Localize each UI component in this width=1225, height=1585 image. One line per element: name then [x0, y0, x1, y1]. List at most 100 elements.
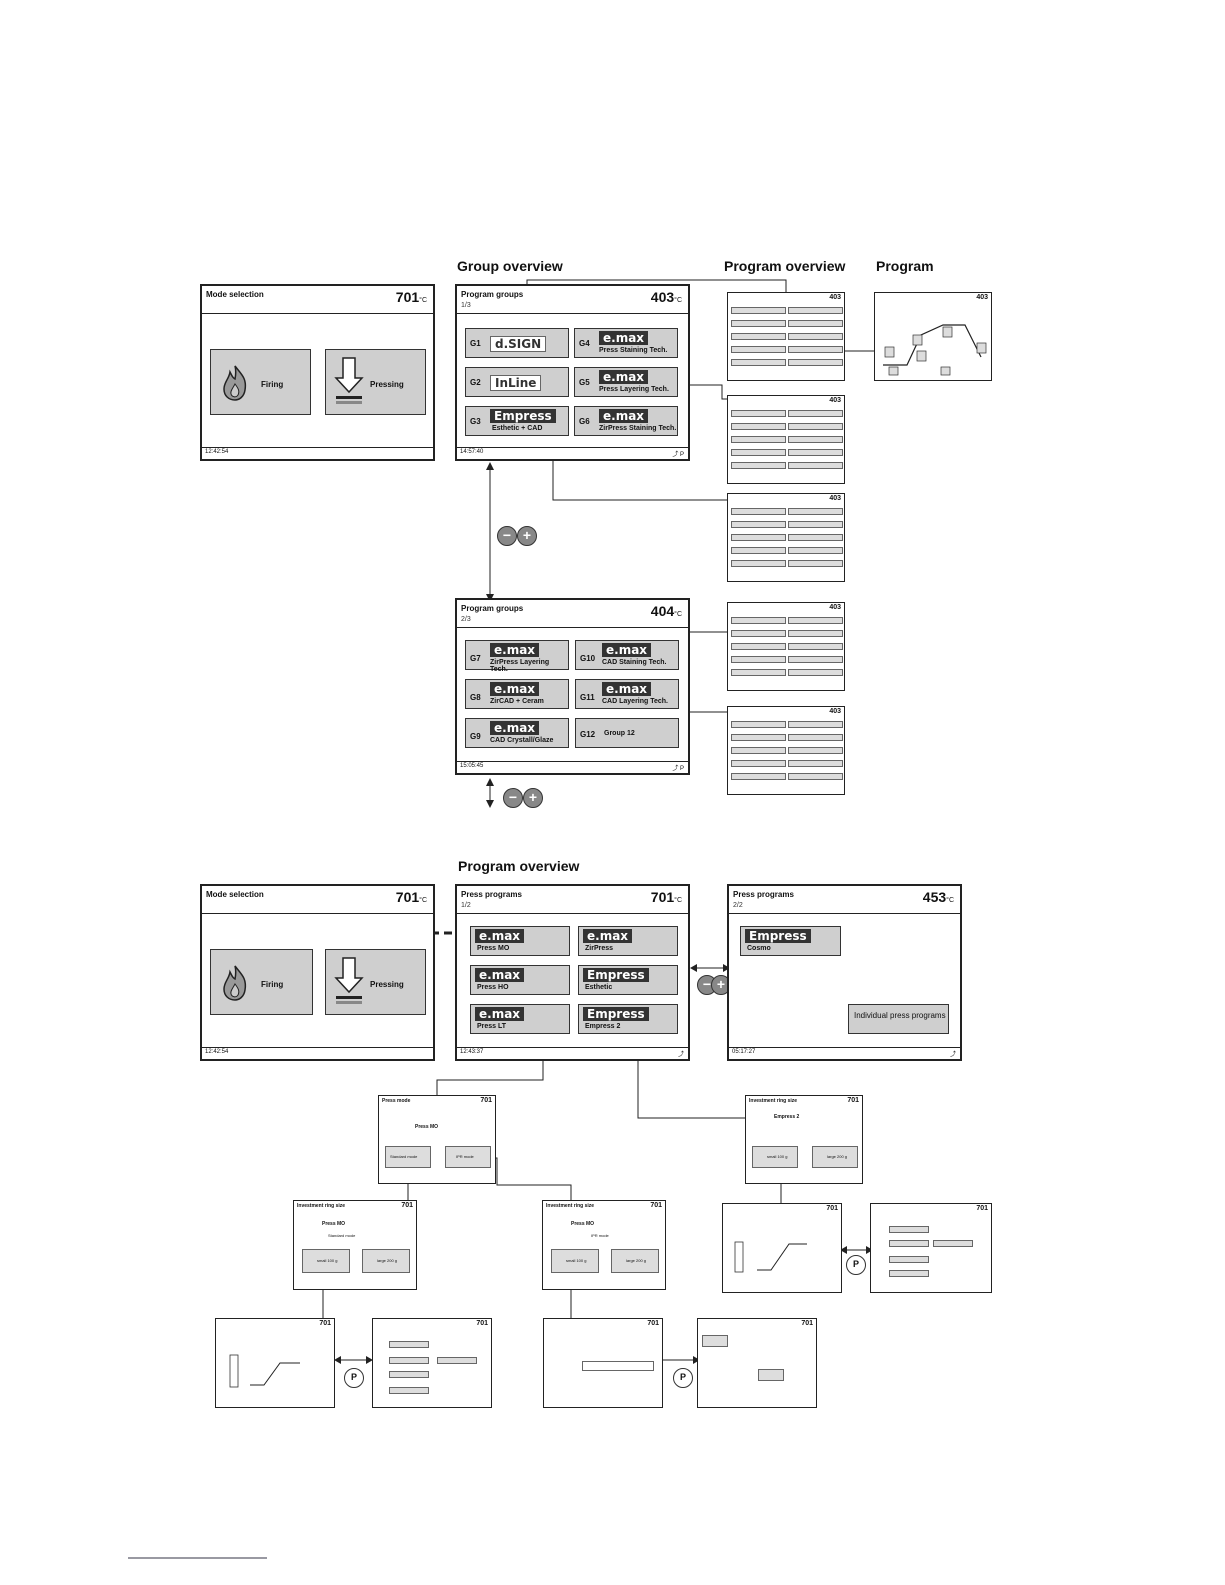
group-label: CAD Crystall/Glaze: [490, 737, 554, 744]
screen-title: Press programs: [461, 890, 522, 899]
empress2-program-mini[interactable]: 701: [722, 1203, 842, 1293]
small-ring-button[interactable]: small 100 g: [551, 1249, 599, 1273]
temperature-readout: 403: [829, 708, 841, 715]
nav-icons[interactable]: ⤴ P: [672, 452, 684, 458]
press-mo-program-mini[interactable]: 701: [215, 1318, 335, 1408]
program-overview-mini-3[interactable]: 403: [727, 493, 845, 582]
group-g4-button[interactable]: G4 e.max Press Staining Tech.: [574, 328, 678, 358]
group-label: CAD Layering Tech.: [602, 698, 668, 705]
screen-title: Investment ring size: [749, 1098, 798, 1104]
program-groups-screen-1: Program groups 1/3 403°C G1 d.SIGN G2 In…: [455, 284, 690, 461]
group-g10-button[interactable]: G10 e.max CAD Staining Tech.: [575, 640, 679, 670]
pressing-button[interactable]: Pressing: [325, 349, 426, 415]
large-ring-button[interactable]: large 200 g: [362, 1249, 410, 1273]
large-ring-button[interactable]: large 200 g: [812, 1146, 858, 1168]
temperature-readout: 701°C: [650, 889, 682, 905]
group-g7-button[interactable]: G7 e.max ZirPress Layering Tech.: [465, 640, 569, 673]
p-button[interactable]: P: [673, 1368, 693, 1388]
p-button[interactable]: P: [846, 1255, 866, 1275]
program-overview-mini-4[interactable]: 403: [727, 602, 845, 691]
temperature-readout: 404°C: [650, 603, 682, 619]
temperature-readout: 701°C: [395, 289, 427, 305]
group-g3-button[interactable]: G3 Empress Esthetic + CAD: [465, 406, 569, 436]
ipr-mode-button[interactable]: IPR mode: [445, 1146, 491, 1168]
page-indicator: 2/2: [733, 902, 743, 909]
nav-icons[interactable]: ⤴: [949, 1052, 956, 1058]
brand-logo: e.max: [475, 1007, 525, 1021]
program-overview-mini-1[interactable]: 403: [727, 292, 845, 381]
flame-icon: [223, 365, 247, 401]
ring-size-mini-standard[interactable]: Investment ring size 701 Press MO Standa…: [293, 1200, 417, 1290]
button-label: small 100 g: [767, 1154, 788, 1159]
zirpress-button[interactable]: e.max ZirPress: [578, 926, 678, 956]
ring-size-mini-ipr[interactable]: Investment ring size 701 Press MO IPR mo…: [542, 1200, 666, 1290]
minus-plus-buttons-press[interactable]: − +: [697, 975, 737, 995]
group-g2-button[interactable]: G2 InLine: [465, 367, 569, 397]
button-label: small 100 g: [566, 1258, 587, 1263]
program-overview-mini-5[interactable]: 403: [727, 706, 845, 795]
firing-label: Firing: [261, 980, 284, 989]
cosmo-button[interactable]: Empress Cosmo: [740, 926, 841, 956]
press-mo-params-mini[interactable]: 701: [372, 1318, 492, 1408]
minus-icon[interactable]: −: [497, 526, 517, 546]
press-mo-button[interactable]: e.max Press MO: [470, 926, 570, 956]
temperature-readout: 403: [976, 294, 988, 301]
small-ring-button[interactable]: small 100 g: [752, 1146, 798, 1168]
group-g9-button[interactable]: G9 e.max CAD Crystall/Glaze: [465, 718, 569, 748]
group-g11-button[interactable]: G11 e.max CAD Layering Tech.: [575, 679, 679, 709]
large-ring-button[interactable]: large 200 g: [611, 1249, 659, 1273]
individual-press-programs-button[interactable]: Individual press programs: [848, 1004, 949, 1034]
group-g12-button[interactable]: G12 Group 12: [575, 718, 679, 748]
temperature-readout: 403: [829, 397, 841, 404]
brand-logo: e.max: [475, 929, 525, 943]
temperature-readout: 701: [647, 1320, 659, 1327]
empress2-params-mini[interactable]: 701: [870, 1203, 992, 1293]
group-g5-button[interactable]: G5 e.max Press Layering Tech.: [574, 367, 678, 397]
temperature-readout: 701°C: [395, 889, 427, 905]
program-label: Press MO: [415, 1124, 439, 1130]
empress2-button[interactable]: Empress Empress 2: [578, 1004, 678, 1034]
temperature-readout: 403: [829, 495, 841, 502]
group-number: G5: [579, 378, 590, 387]
nav-icons[interactable]: ⤴ P: [672, 766, 684, 772]
group-g6-button[interactable]: G6 e.max ZirPress Staining Tech.: [574, 406, 678, 436]
ipr-params-mini[interactable]: 701: [697, 1318, 817, 1408]
mode-label: IPR mode: [591, 1233, 609, 1238]
p-button[interactable]: P: [344, 1368, 364, 1388]
program-mini-screen[interactable]: 403: [874, 292, 992, 381]
ring-size-mini-right[interactable]: Investment ring size 701 Empress 2 small…: [745, 1095, 863, 1184]
brand-logo: e.max: [583, 929, 633, 943]
esthetic-button[interactable]: Empress Esthetic: [578, 965, 678, 995]
clock: 14:57:40: [460, 449, 484, 455]
heading-program-overview: Program overview: [724, 258, 846, 274]
minus-icon[interactable]: −: [503, 788, 523, 808]
pressing-button[interactable]: Pressing: [325, 949, 426, 1015]
group-g1-button[interactable]: G1 d.SIGN: [465, 328, 569, 358]
plus-icon[interactable]: +: [523, 788, 543, 808]
temperature-readout: 403°C: [650, 289, 682, 305]
brand-logo: e.max: [599, 370, 649, 384]
firing-button[interactable]: Firing: [210, 949, 313, 1015]
nav-icons[interactable]: ⤴: [677, 1052, 684, 1058]
standard-mode-button[interactable]: Standard mode: [385, 1146, 431, 1168]
press-ho-button[interactable]: e.max Press HO: [470, 965, 570, 995]
program-overview-mini-2[interactable]: 403: [727, 395, 845, 484]
group-number: G6: [579, 417, 590, 426]
group-g8-button[interactable]: G8 e.max ZirCAD + Ceram: [465, 679, 569, 709]
press-lt-button[interactable]: e.max Press LT: [470, 1004, 570, 1034]
group-number: G7: [470, 654, 481, 663]
group-number: G12: [580, 730, 596, 739]
ipr-program-mini[interactable]: 701: [543, 1318, 663, 1408]
clock: 05:17:27: [732, 1049, 756, 1055]
plus-icon[interactable]: +: [517, 526, 537, 546]
clock: 12:43:37: [460, 1049, 484, 1055]
firing-button[interactable]: Firing: [210, 349, 311, 415]
group-number: G10: [580, 654, 596, 663]
minus-plus-buttons[interactable]: − +: [497, 526, 537, 546]
press-curve-icon: [734, 1241, 807, 1273]
press-mode-mini[interactable]: Press mode 701 Press MO Standard mode IP…: [378, 1095, 496, 1184]
group-number: G11: [580, 693, 595, 702]
small-ring-button[interactable]: small 100 g: [302, 1249, 350, 1273]
minus-plus-buttons-lower[interactable]: − +: [503, 788, 543, 808]
temperature-readout: 701: [650, 1202, 662, 1209]
